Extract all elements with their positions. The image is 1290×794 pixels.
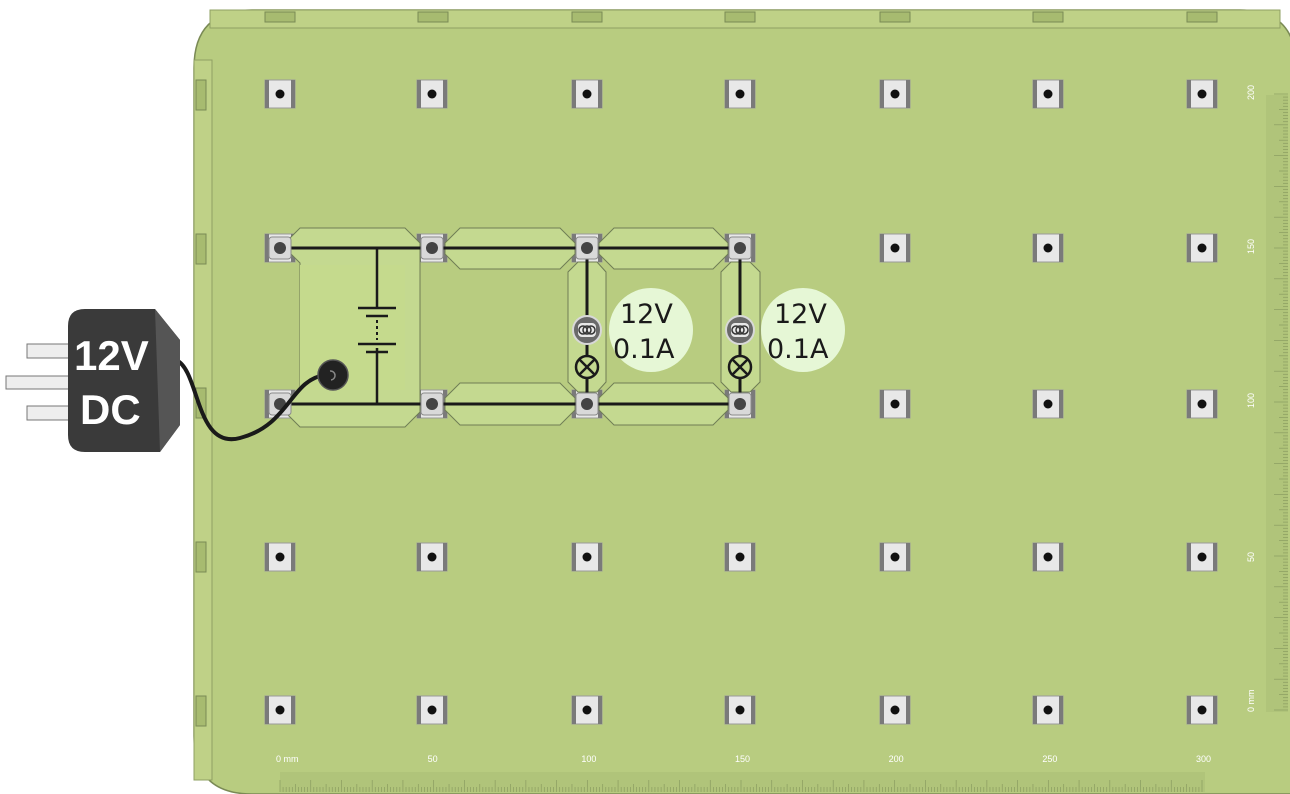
bulb-1-current: 0.1A xyxy=(613,334,675,365)
socket[interactable] xyxy=(1032,695,1064,725)
right-ruler-label: 200 xyxy=(1246,85,1256,100)
right-ruler-label: 100 xyxy=(1246,393,1256,408)
battery-module[interactable] xyxy=(280,227,432,428)
socket[interactable] xyxy=(416,542,448,572)
dc-jack[interactable] xyxy=(317,359,349,391)
socket[interactable] xyxy=(1032,79,1064,109)
bottom-ruler-label: 100 xyxy=(581,754,596,764)
bulb-rating-badge xyxy=(761,288,845,372)
socket[interactable] xyxy=(416,79,448,109)
right-ruler-label: 150 xyxy=(1246,239,1256,254)
bulb-2-current: 0.1A xyxy=(767,334,829,365)
module-connector xyxy=(420,392,444,416)
plug-type-label: DC xyxy=(80,386,141,433)
socket[interactable] xyxy=(1032,233,1064,263)
socket[interactable] xyxy=(724,79,756,109)
socket[interactable] xyxy=(879,79,911,109)
circuit: 12V 0.1A 12V 0.1A xyxy=(280,227,845,428)
wire-module-top-2[interactable] xyxy=(587,227,740,270)
socket[interactable] xyxy=(879,389,911,419)
bulb-module-2[interactable]: 12V 0.1A xyxy=(720,248,845,404)
right-ruler-unit-label: 0 mm xyxy=(1246,690,1256,713)
plug-body xyxy=(68,309,180,452)
socket[interactable] xyxy=(571,79,603,109)
right-ruler xyxy=(1266,93,1288,712)
socket[interactable] xyxy=(264,695,296,725)
socket[interactable] xyxy=(879,542,911,572)
bulb-module-1[interactable]: 12V 0.1A xyxy=(567,248,693,404)
socket[interactable] xyxy=(1186,542,1218,572)
module-connector xyxy=(728,392,752,416)
bottom-ruler-label: 250 xyxy=(1042,754,1057,764)
bulb-rating-badge xyxy=(609,288,693,372)
bottom-ruler-label: 300 xyxy=(1196,754,1211,764)
bottom-ruler-label: 50 xyxy=(428,754,438,764)
bulb-2-voltage: 12V xyxy=(774,299,827,330)
socket[interactable] xyxy=(1186,233,1218,263)
plug-voltage-label: 12V xyxy=(74,332,149,379)
socket[interactable] xyxy=(1186,79,1218,109)
socket[interactable] xyxy=(1186,389,1218,419)
bottom-ruler-label: 200 xyxy=(889,754,904,764)
power-cable xyxy=(174,358,326,442)
bottom-ruler-label: 150 xyxy=(735,754,750,764)
module-connector xyxy=(575,236,599,260)
plug-prong-earth xyxy=(5,375,72,390)
plug-prong-top xyxy=(26,343,72,359)
socket[interactable] xyxy=(264,542,296,572)
socket[interactable] xyxy=(416,695,448,725)
bottom-ruler xyxy=(279,772,1205,792)
power-supply[interactable]: 12V DC xyxy=(5,309,349,452)
module-connector xyxy=(728,236,752,260)
module-connector xyxy=(420,236,444,260)
bulb-1-voltage: 12V xyxy=(620,299,673,330)
socket[interactable] xyxy=(879,233,911,263)
bottom-ruler-unit-label: 0 mm xyxy=(276,754,299,764)
socket[interactable] xyxy=(724,695,756,725)
socket[interactable] xyxy=(1032,542,1064,572)
socket[interactable] xyxy=(1186,695,1218,725)
lamp-symbol-icon xyxy=(727,354,753,380)
wire-module-bottom-2[interactable] xyxy=(587,382,740,426)
socket[interactable] xyxy=(571,695,603,725)
module-connector xyxy=(268,236,292,260)
wire-module-bottom-1[interactable] xyxy=(432,382,587,426)
socket[interactable] xyxy=(264,79,296,109)
socket-grid xyxy=(264,79,1218,725)
lamp-symbol-icon xyxy=(574,354,600,380)
socket[interactable] xyxy=(571,542,603,572)
socket[interactable] xyxy=(879,695,911,725)
plug-prong-bottom xyxy=(26,405,72,421)
socket[interactable] xyxy=(1032,389,1064,419)
right-ruler-label: 50 xyxy=(1246,552,1256,562)
module-connector xyxy=(575,392,599,416)
bulb-socket-icon xyxy=(725,315,755,345)
wire-module-top-1[interactable] xyxy=(432,227,587,270)
bulb-socket-icon xyxy=(572,315,602,345)
socket[interactable] xyxy=(724,542,756,572)
